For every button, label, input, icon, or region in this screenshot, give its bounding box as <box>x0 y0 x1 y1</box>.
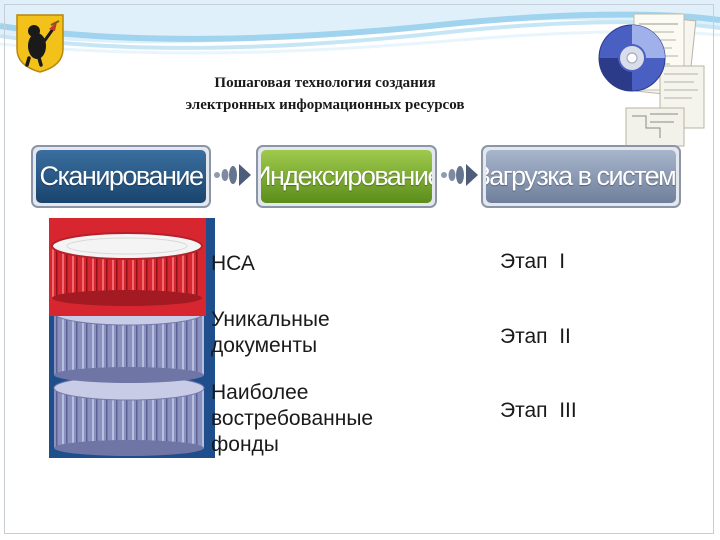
row-label-nsa: НСА <box>211 252 255 275</box>
arrow-right-icon <box>214 164 251 186</box>
stage-label-2: Этап II <box>500 325 571 348</box>
slide-title-line-2: электронных информационных ресурсов <box>185 97 465 113</box>
step-upload-label: Загрузка в систему <box>486 150 676 203</box>
slide-title: Пошаговая технология создания электронны… <box>110 72 540 116</box>
step-scanning: Сканирование <box>31 145 211 208</box>
documents-and-cd-icon <box>598 13 705 147</box>
step-indexing: Индексирование <box>256 145 437 208</box>
step-upload: Загрузка в систему <box>481 145 681 208</box>
arrow-right-icon <box>441 164 478 186</box>
row-label-popular-collections: Наиболее востребованные фонды <box>211 381 374 456</box>
step-indexing-label: Индексирование <box>261 150 432 203</box>
stage-label-1: Этап I <box>500 250 566 273</box>
slide-title-line-1: Пошаговая технология создания <box>214 75 436 91</box>
slide-frame <box>4 4 714 534</box>
stage-label-3: Этап III <box>500 399 577 422</box>
yaroslavl-coat-of-arms-icon <box>16 14 64 73</box>
stack-icon <box>49 218 215 458</box>
step-scanning-label: Сканирование <box>36 150 206 203</box>
row-label-unique-documents: Уникальные документы <box>211 308 330 357</box>
